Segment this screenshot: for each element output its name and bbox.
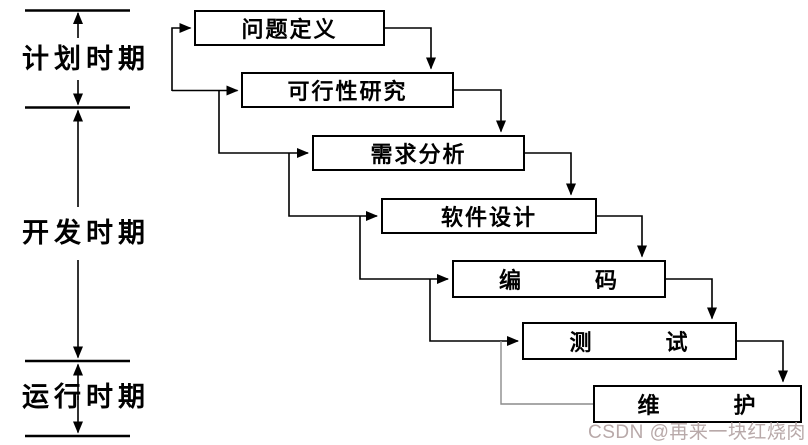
connector-coding-to-testing bbox=[666, 278, 717, 320]
connector-feasibility-to-requirements bbox=[454, 89, 506, 133]
phase-label-development: 开发时期 bbox=[22, 218, 150, 248]
feed-arrow-problem-definition bbox=[171, 23, 192, 91]
cascade-feed-lines bbox=[171, 23, 519, 346]
feed-arrow-testing bbox=[429, 279, 519, 346]
step-connectors bbox=[385, 27, 788, 383]
flow-box-coding: 编 码 bbox=[452, 260, 666, 298]
flow-box-testing: 测 试 bbox=[522, 322, 737, 360]
flow-box-problem-definition: 问题定义 bbox=[194, 10, 385, 46]
connector-requirements-to-design bbox=[525, 152, 576, 196]
connector-design-to-coding bbox=[597, 215, 647, 258]
watermark: CSDN @再来一块红烧肉 bbox=[588, 422, 806, 443]
phase-label-operation: 运行时期 bbox=[22, 382, 150, 412]
phase-label-planning: 计划时期 bbox=[22, 44, 150, 74]
flow-box-maintenance: 维 护 bbox=[593, 385, 802, 423]
connector-problem-to-feasibility bbox=[385, 27, 436, 70]
feed-arrow-coding bbox=[359, 216, 449, 284]
feed-arrow-design bbox=[288, 153, 378, 221]
flow-box-requirements-analysis: 需求分析 bbox=[312, 135, 525, 171]
connector-testing-to-maintenance bbox=[737, 340, 788, 383]
flow-box-software-design: 软件设计 bbox=[381, 198, 597, 234]
phase-ruler-lines bbox=[25, 9, 130, 438]
feed-arrow-requirements bbox=[218, 90, 309, 158]
feed-line-maintenance bbox=[500, 341, 593, 405]
flow-box-feasibility-study: 可行性研究 bbox=[241, 72, 454, 108]
